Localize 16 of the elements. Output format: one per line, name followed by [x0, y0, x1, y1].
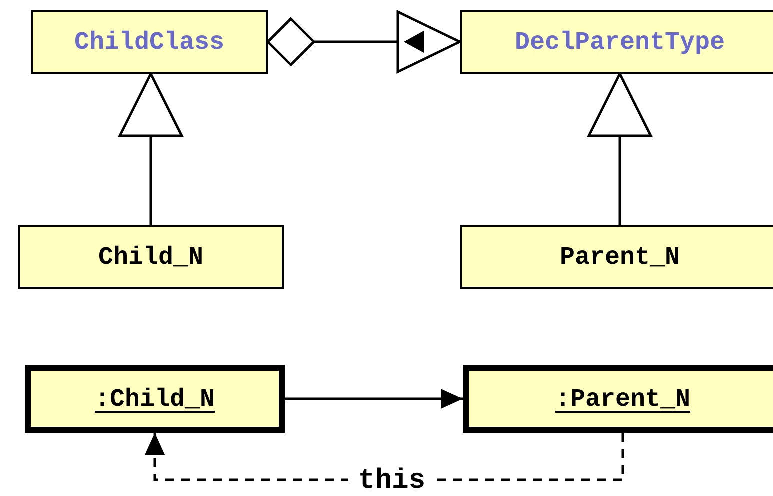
class-name: Parent_N [560, 242, 680, 272]
object-box [25, 365, 285, 433]
arrow [285, 389, 463, 409]
object-name: :Child_N [94, 384, 216, 414]
inheritance-arrow [588, 72, 652, 225]
inheritance-arrow [118, 72, 184, 225]
object-name: :Parent_N [555, 384, 691, 414]
class-name: Child_N [98, 242, 204, 272]
class-box [18, 225, 284, 289]
class-box [31, 10, 268, 74]
class-name: DeclParentType [514, 28, 726, 56]
aggregation-connector [266, 10, 462, 74]
class-name: ChildClass [74, 28, 225, 56]
object-box [463, 365, 773, 433]
class-box [460, 225, 773, 289]
class-box [460, 10, 773, 74]
